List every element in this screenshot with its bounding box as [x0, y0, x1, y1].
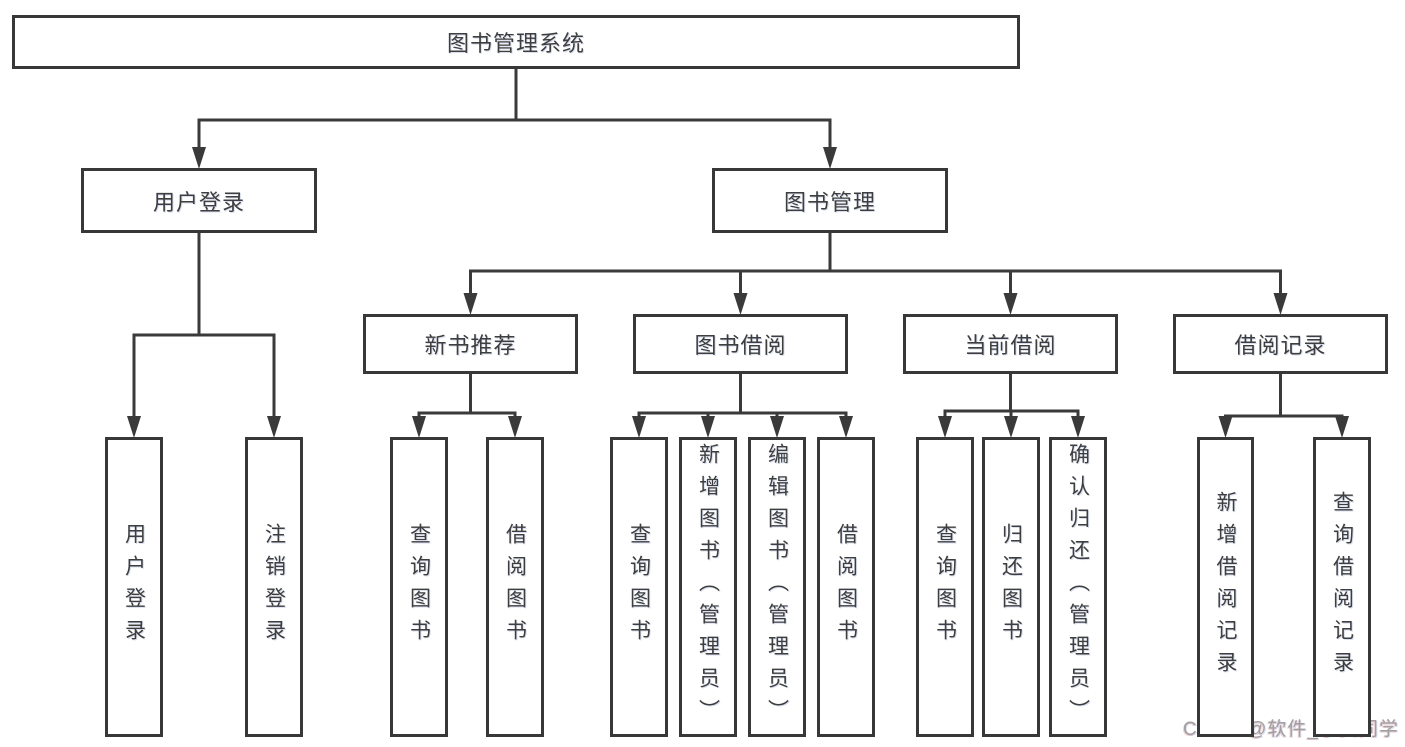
- arrow-down-icon: [412, 416, 426, 438]
- arrow-down-icon: [938, 416, 952, 438]
- node-lend-record: 借阅记录: [1173, 314, 1388, 374]
- arrow-down-icon: [267, 416, 281, 438]
- node-user-login: 用户登录: [81, 168, 317, 233]
- arrow-down-icon: [770, 416, 784, 438]
- arrow-down-icon: [701, 416, 715, 438]
- arrow-down-icon: [192, 147, 206, 169]
- node-nb-query: 查询图书: [390, 437, 448, 737]
- node-label: 用户登录: [122, 523, 146, 651]
- arrow-down-icon: [463, 293, 478, 315]
- arrow-down-icon: [127, 416, 141, 438]
- node-label: 归还图书: [999, 523, 1023, 651]
- node-lr-add: 新增借阅记录: [1197, 437, 1254, 737]
- node-root: 图书管理系统: [12, 15, 1020, 69]
- node-lr-query: 查询借阅记录: [1313, 437, 1371, 737]
- node-label: 借阅图书: [503, 523, 527, 651]
- node-nb-borrow: 借阅图书: [486, 437, 544, 737]
- node-cl-query: 查询图书: [916, 437, 974, 737]
- node-label: 查询图书: [407, 523, 431, 651]
- node-book-mgmt: 图书管理: [712, 168, 948, 233]
- arrow-down-icon: [1335, 416, 1349, 438]
- node-bl-add: 新增图书（管理员）: [679, 437, 737, 737]
- arrow-down-icon: [632, 416, 646, 438]
- node-cl-confirm: 确认归还（管理员）: [1049, 437, 1107, 737]
- node-label: 借阅图书: [834, 523, 858, 651]
- node-bl-query: 查询图书: [610, 437, 668, 737]
- node-label: 查询借阅记录: [1330, 491, 1354, 683]
- node-label: 新增借阅记录: [1214, 491, 1237, 683]
- node-cl-return: 归还图书: [982, 437, 1040, 737]
- node-label: 查询图书: [627, 523, 651, 651]
- node-book-lend: 图书借阅: [633, 314, 848, 374]
- node-bl-borrow: 借阅图书: [817, 437, 875, 737]
- arrow-down-icon: [1003, 293, 1018, 315]
- arrow-down-icon: [839, 416, 853, 438]
- node-label: 查询图书: [933, 523, 957, 651]
- arrow-down-icon: [508, 416, 522, 438]
- arrow-down-icon: [823, 147, 837, 169]
- node-bl-edit: 编辑图书（管理员）: [748, 437, 806, 737]
- arrow-down-icon: [1218, 416, 1233, 438]
- node-label: 编辑图书（管理员）: [765, 443, 789, 731]
- arrow-down-icon: [1273, 293, 1288, 315]
- arrow-down-icon: [1071, 416, 1085, 438]
- node-current-lend: 当前借阅: [903, 314, 1118, 374]
- arrow-down-icon: [733, 293, 748, 315]
- arrow-down-icon: [1004, 416, 1018, 438]
- node-ul-login: 用户登录: [105, 437, 163, 737]
- node-ul-logout: 注销登录: [245, 437, 303, 737]
- node-label: 新增图书（管理员）: [696, 443, 720, 731]
- node-label: 注销登录: [262, 523, 286, 651]
- node-label: 确认归还（管理员）: [1066, 443, 1090, 731]
- node-new-book: 新书推荐: [363, 314, 578, 374]
